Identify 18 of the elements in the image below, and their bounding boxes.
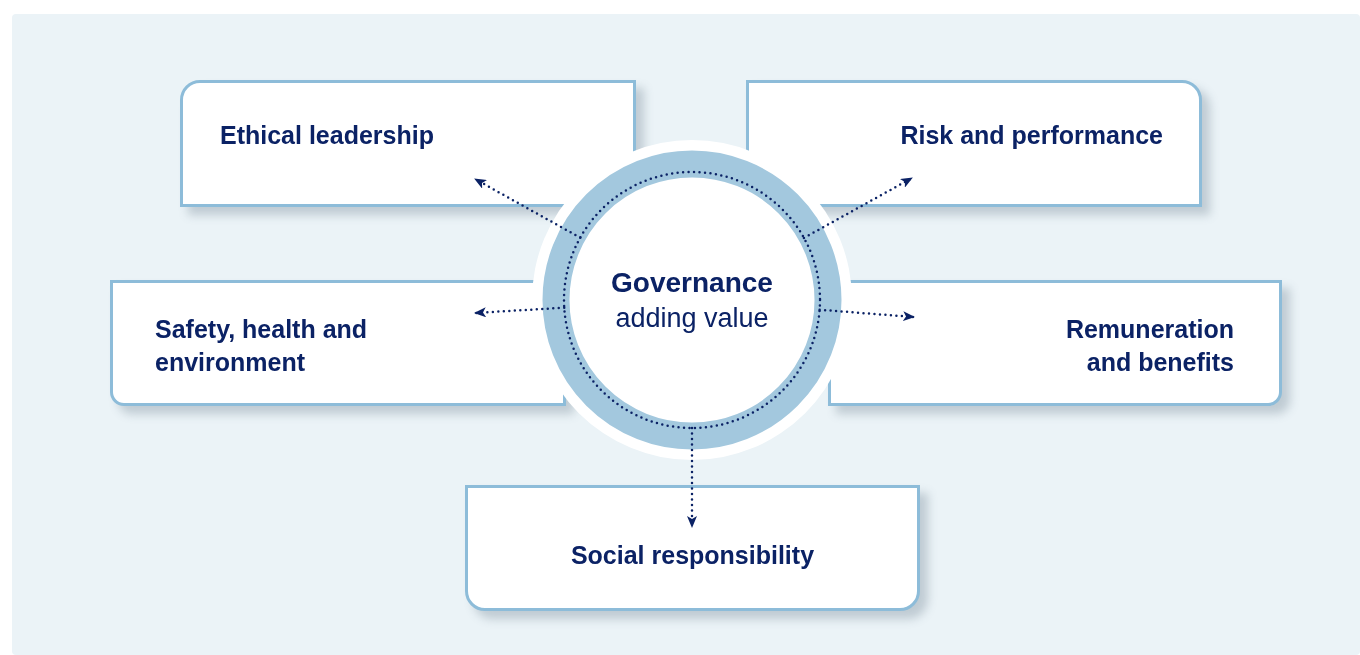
topic-box: [465, 485, 920, 611]
dotted-arrow: [473, 177, 582, 239]
circle-subtitle: adding value: [615, 302, 769, 335]
governance-circle: [532, 140, 852, 460]
circle-title: Governance: [611, 266, 773, 300]
topic-box: [110, 280, 566, 406]
topic-box: [828, 280, 1282, 406]
dotted-arrow: [818, 308, 916, 322]
dotted-arrow: [802, 176, 914, 240]
topic-label: Remuneration and benefits: [1064, 314, 1234, 378]
topic-label: Ethical leadership: [220, 120, 434, 151]
topic-label: Risk and performance: [900, 120, 1163, 151]
topic-label: Social responsibility: [570, 540, 815, 571]
dotted-arrow: [687, 426, 697, 529]
topic-box: [180, 80, 636, 207]
dotted-arrow: [473, 306, 566, 318]
topic-box: [746, 80, 1202, 207]
topic-label: Safety, health and environment: [155, 314, 369, 378]
